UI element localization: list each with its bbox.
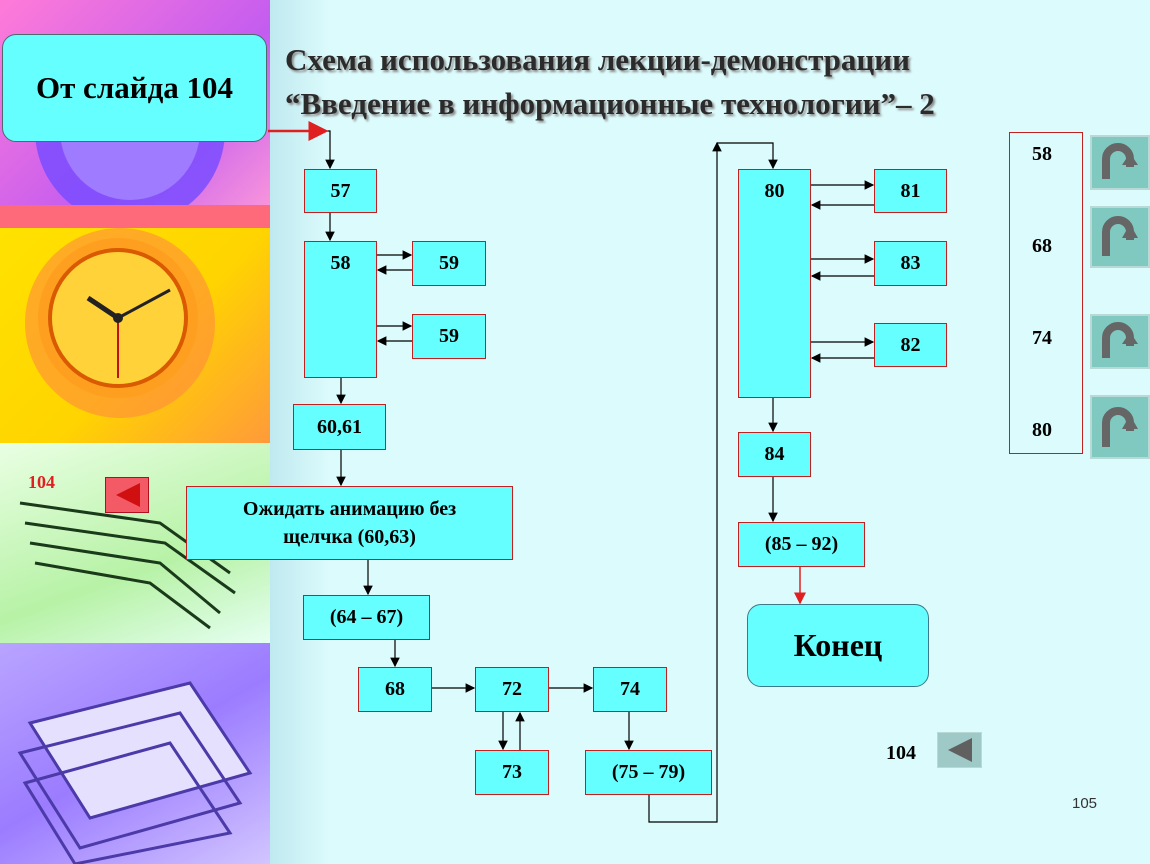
return-to-74-button[interactable] bbox=[1090, 314, 1150, 369]
quick-list-item[interactable]: 68 bbox=[1032, 235, 1052, 257]
return-to-80-button[interactable] bbox=[1090, 395, 1150, 459]
node-80: 80 bbox=[738, 169, 811, 398]
back-to-104-button-red[interactable] bbox=[105, 477, 149, 513]
node-59-top: 59 bbox=[412, 241, 486, 286]
u-turn-arrow-icon bbox=[1102, 407, 1138, 447]
node-wait-animation: Ожидать анимацию без щелчка (60,63) bbox=[186, 486, 513, 560]
clock-image bbox=[0, 228, 270, 443]
node-58: 58 bbox=[304, 241, 377, 378]
node-57: 57 bbox=[304, 169, 377, 213]
books-image bbox=[0, 643, 270, 864]
u-turn-arrow-icon bbox=[1102, 216, 1138, 256]
node-72: 72 bbox=[475, 667, 549, 712]
node-75-79: (75 – 79) bbox=[585, 750, 712, 795]
papers-stack-icon bbox=[19, 501, 236, 630]
alarm-clock-icon bbox=[25, 228, 215, 418]
page-title: Схема использования лекции-демонстрации … bbox=[285, 38, 935, 126]
bottom-nav-label: 104 bbox=[886, 742, 916, 764]
left-triangle-icon bbox=[948, 738, 972, 762]
return-to-68-button[interactable] bbox=[1090, 206, 1150, 268]
node-82: 82 bbox=[874, 323, 947, 367]
return-to-58-button[interactable] bbox=[1090, 135, 1150, 190]
back-to-104-button-gray[interactable] bbox=[937, 732, 982, 768]
books-stack-icon bbox=[17, 681, 253, 864]
left-triangle-icon bbox=[116, 483, 140, 507]
node-59-bottom: 59 bbox=[412, 314, 486, 359]
quick-list-item[interactable]: 80 bbox=[1032, 419, 1052, 441]
left-nav-label: 104 bbox=[28, 472, 55, 492]
title-line-1: Схема использования лекции-демонстрации bbox=[285, 42, 910, 77]
node-85-92: (85 – 92) bbox=[738, 522, 865, 567]
quick-list-item[interactable]: 58 bbox=[1032, 143, 1052, 165]
node-74: 74 bbox=[593, 667, 667, 712]
quick-list: 58 68 74 80 bbox=[1009, 132, 1083, 454]
node-73: 73 bbox=[475, 750, 549, 795]
node-84: 84 bbox=[738, 432, 811, 477]
node-60-61: 60,61 bbox=[293, 404, 386, 450]
from-slide-button[interactable]: От слайда 104 bbox=[2, 34, 267, 142]
title-line-2: “Введение в информационные технологии”– … bbox=[285, 86, 935, 121]
node-68: 68 bbox=[358, 667, 432, 712]
u-turn-arrow-icon bbox=[1102, 143, 1138, 179]
quick-list-item[interactable]: 74 bbox=[1032, 327, 1052, 349]
end-button[interactable]: Конец bbox=[747, 604, 929, 687]
node-83: 83 bbox=[874, 241, 947, 286]
page-number: 105 bbox=[1072, 795, 1098, 812]
node-81: 81 bbox=[874, 169, 947, 213]
u-turn-arrow-icon bbox=[1102, 322, 1138, 358]
node-64-67: (64 – 67) bbox=[303, 595, 430, 640]
